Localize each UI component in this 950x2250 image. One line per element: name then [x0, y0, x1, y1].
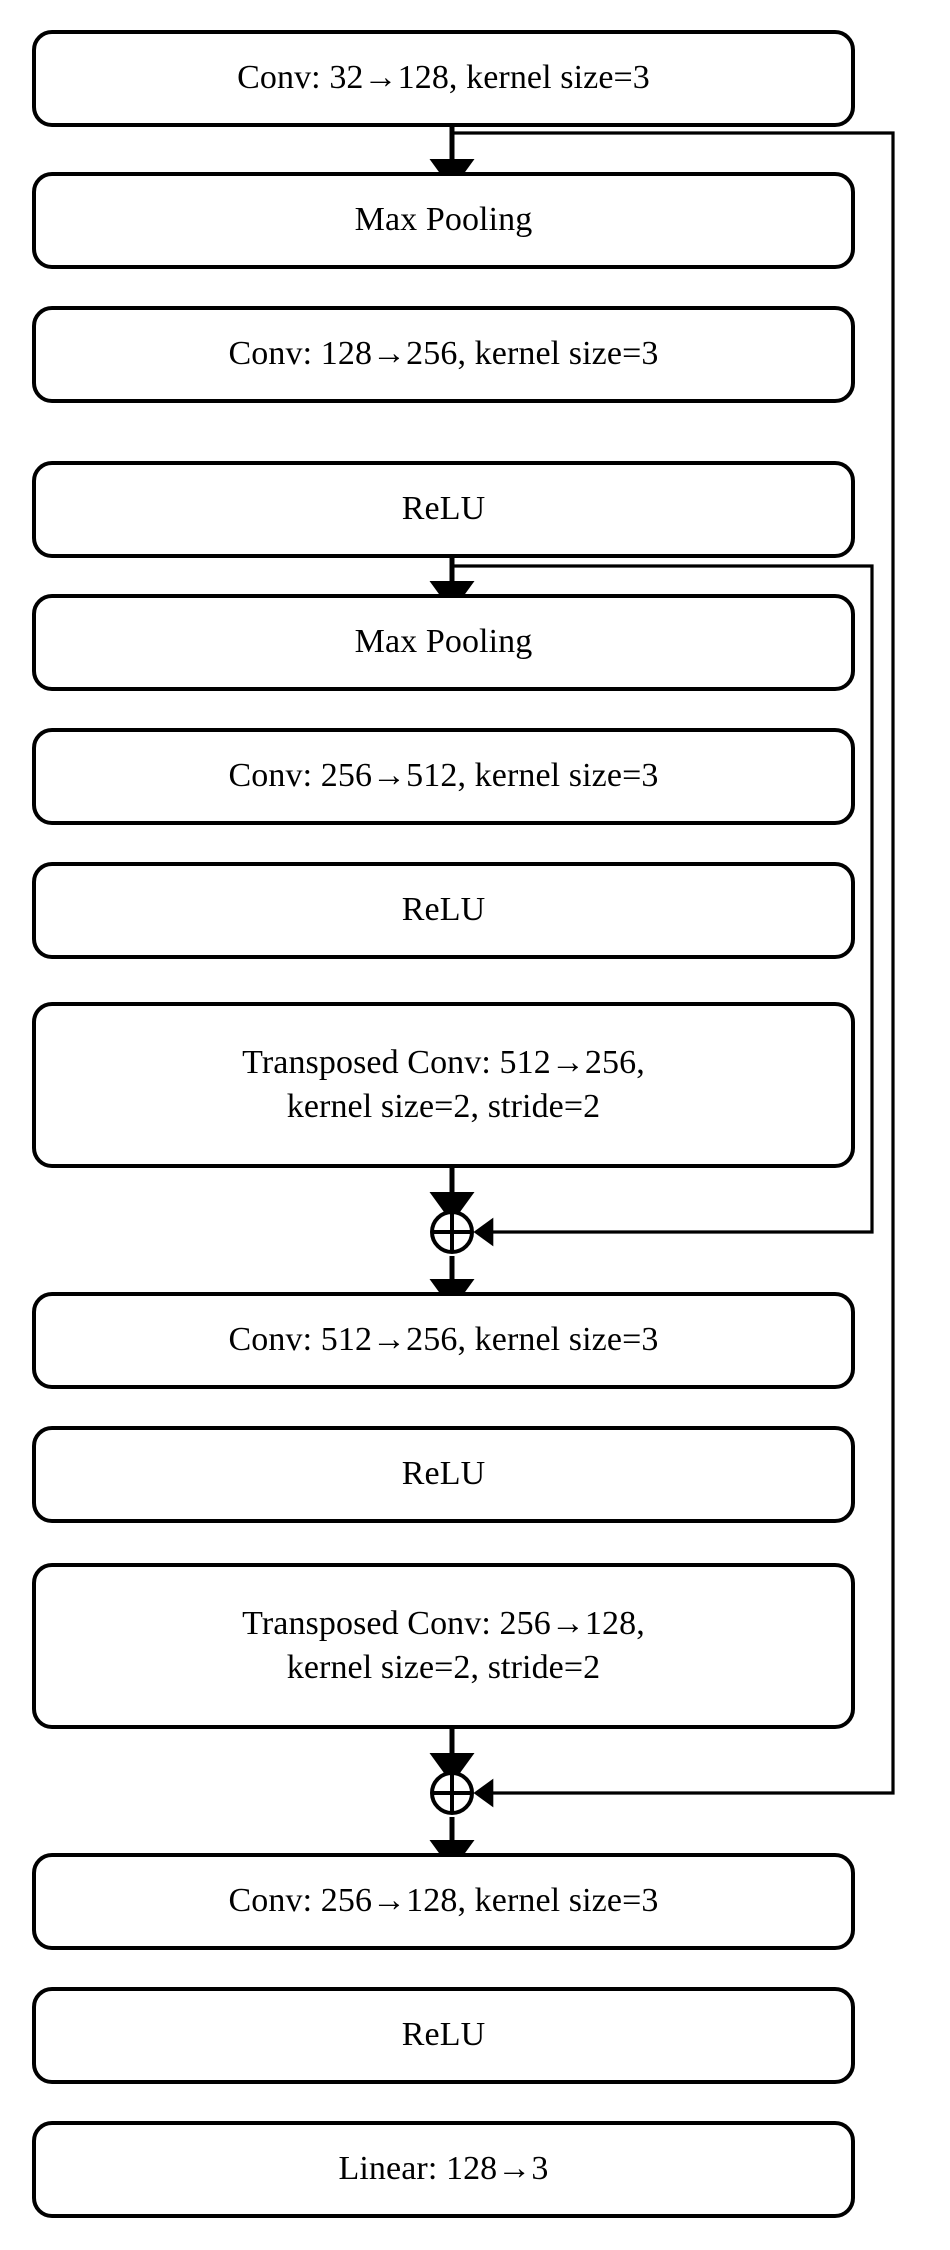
- node-relu1-label: ReLU: [401, 490, 486, 528]
- node-conv1-label: Conv: 32→128, kernel size=3: [237, 59, 650, 97]
- node-conv3[interactable]: Conv: 256→512, kernel size=3: [32, 728, 855, 825]
- node-linear[interactable]: Linear: 128→3: [32, 2121, 855, 2218]
- node-conv5-label: Conv: 256→128, kernel size=3: [228, 1882, 659, 1920]
- node-conv2-label: Conv: 128→256, kernel size=3: [228, 335, 659, 373]
- skip-add-1: [430, 1210, 474, 1254]
- node-pool1[interactable]: Max Pooling: [32, 172, 855, 269]
- node-conv1[interactable]: Conv: 32→128, kernel size=3: [32, 30, 855, 127]
- node-conv4-label: Conv: 512→256, kernel size=3: [228, 1321, 659, 1359]
- node-relu4-label: ReLU: [401, 2016, 486, 2054]
- skip-add-2: [430, 1771, 474, 1815]
- node-pool2-label: Max Pooling: [354, 623, 533, 661]
- node-conv4[interactable]: Conv: 512→256, kernel size=3: [32, 1292, 855, 1389]
- node-tconv1[interactable]: Transposed Conv: 512→256, kernel size=2,…: [32, 1002, 855, 1168]
- node-relu1[interactable]: ReLU: [32, 461, 855, 558]
- node-relu2-label: ReLU: [401, 891, 486, 929]
- node-tconv2-label: Transposed Conv: 256→128, kernel size=2,…: [242, 1604, 645, 1686]
- node-relu3[interactable]: ReLU: [32, 1426, 855, 1523]
- node-pool2[interactable]: Max Pooling: [32, 594, 855, 691]
- node-tconv1-label: Transposed Conv: 512→256, kernel size=2,…: [242, 1043, 645, 1125]
- node-conv3-label: Conv: 256→512, kernel size=3: [228, 757, 659, 795]
- node-relu4[interactable]: ReLU: [32, 1987, 855, 2084]
- node-conv5[interactable]: Conv: 256→128, kernel size=3: [32, 1853, 855, 1950]
- node-pool1-label: Max Pooling: [354, 201, 533, 239]
- node-tconv2[interactable]: Transposed Conv: 256→128, kernel size=2,…: [32, 1563, 855, 1729]
- node-linear-label: Linear: 128→3: [338, 2150, 549, 2188]
- node-relu3-label: ReLU: [401, 1455, 486, 1493]
- node-conv2[interactable]: Conv: 128→256, kernel size=3: [32, 306, 855, 403]
- node-relu2[interactable]: ReLU: [32, 862, 855, 959]
